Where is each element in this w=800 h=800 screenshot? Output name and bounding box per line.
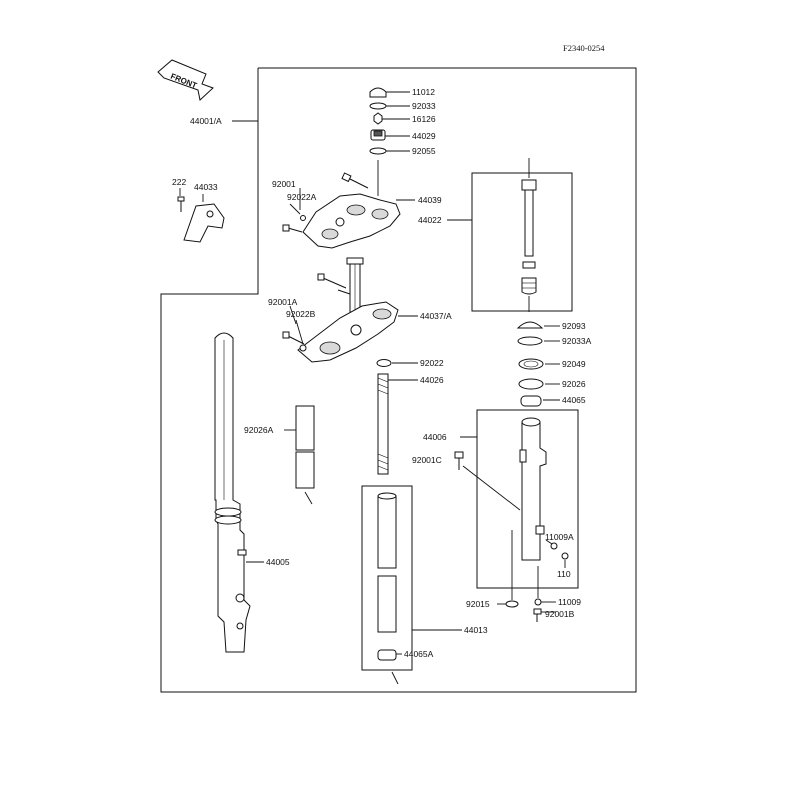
part-92001c-bolt bbox=[454, 451, 521, 511]
label-92093: 92093 bbox=[562, 321, 586, 331]
part-92055-oring bbox=[369, 147, 410, 155]
label-11009: 11009 bbox=[558, 597, 581, 607]
part-bolt-stem-clamp bbox=[317, 273, 351, 295]
label-92049: 92049 bbox=[562, 359, 586, 369]
label-44022: 44022 bbox=[418, 215, 442, 225]
label-92022a: 92022A bbox=[287, 192, 317, 202]
label-92026: 92026 bbox=[562, 379, 586, 389]
label-92022: 92022 bbox=[420, 358, 444, 368]
label-44013: 44013 bbox=[464, 625, 488, 635]
part-44033-bracket bbox=[183, 194, 225, 243]
assembly-frame bbox=[160, 67, 637, 693]
part-44013-inner-tube bbox=[377, 492, 462, 633]
part-92022-washer bbox=[376, 359, 418, 367]
part-92001-bolt bbox=[299, 172, 369, 210]
part-44065-bushing bbox=[520, 395, 560, 407]
label-92022b: 92022B bbox=[286, 309, 316, 319]
part-92049-oilseal bbox=[518, 358, 560, 370]
part-92026-collar bbox=[518, 378, 560, 390]
part-11009-washer bbox=[534, 566, 556, 606]
part-92015-gasket bbox=[497, 530, 519, 608]
part-92022b-washer bbox=[295, 319, 307, 352]
label-44001a: 44001/A bbox=[190, 116, 222, 126]
label-92001b: 92001B bbox=[545, 609, 575, 619]
part-44039-upper-bracket bbox=[302, 160, 415, 249]
front-arrow-icon: FRONT bbox=[157, 59, 214, 101]
part-44026-spring bbox=[377, 373, 418, 475]
label-92026a: 92026A bbox=[244, 425, 274, 435]
drawing-code: F2340-0254 bbox=[563, 43, 605, 53]
part-92033-oring bbox=[369, 102, 410, 110]
part-11012-cap bbox=[369, 87, 410, 98]
label-92055: 92055 bbox=[412, 146, 436, 156]
label-44005: 44005 bbox=[266, 557, 290, 567]
label-44029: 44029 bbox=[412, 131, 436, 141]
part-92022a-washer bbox=[289, 203, 306, 221]
part-92001a-bolt bbox=[282, 305, 305, 345]
label-44026: 44026 bbox=[420, 375, 444, 385]
label-92001c: 92001C bbox=[412, 455, 442, 465]
label-110: 110 bbox=[557, 569, 571, 579]
label-44037a: 44037/A bbox=[420, 311, 452, 321]
label-44065: 44065 bbox=[562, 395, 586, 405]
label-92015: 92015 bbox=[466, 599, 490, 609]
part-bolt-lower-left bbox=[282, 224, 303, 233]
part-11009a-washer bbox=[545, 539, 558, 550]
part-44029-bolt bbox=[370, 129, 410, 141]
label-44065a: 44065A bbox=[404, 649, 434, 659]
part-44065a-bushing bbox=[377, 649, 402, 685]
part-44005-fork-leg bbox=[214, 332, 264, 653]
label-222: 222 bbox=[172, 177, 186, 187]
label-11012: 11012 bbox=[412, 87, 435, 97]
part-44022-damper-rod bbox=[521, 158, 537, 312]
label-16126: 16126 bbox=[412, 114, 436, 124]
box-44022 bbox=[471, 172, 573, 312]
box-44013 bbox=[361, 485, 413, 671]
part-92026a-collar bbox=[284, 405, 315, 505]
part-92001b-bolt bbox=[533, 608, 556, 622]
label-92033a: 92033A bbox=[562, 336, 592, 346]
box-44006 bbox=[476, 409, 579, 589]
part-44037a-lower-bracket bbox=[297, 257, 418, 363]
label-92033: 92033 bbox=[412, 101, 436, 111]
label-92001a: 92001A bbox=[268, 297, 298, 307]
part-92093-seal bbox=[516, 321, 560, 329]
part-222-screw bbox=[177, 188, 185, 212]
part-16126-nut bbox=[373, 112, 410, 125]
label-11009a: 11009A bbox=[545, 532, 574, 542]
part-44006-outer-tube bbox=[460, 417, 547, 561]
label-92001: 92001 bbox=[272, 179, 296, 189]
part-110-screw bbox=[561, 552, 569, 568]
part-92033a-ring bbox=[517, 336, 560, 346]
label-44033: 44033 bbox=[194, 182, 218, 192]
label-44006: 44006 bbox=[423, 432, 447, 442]
label-44039: 44039 bbox=[418, 195, 442, 205]
